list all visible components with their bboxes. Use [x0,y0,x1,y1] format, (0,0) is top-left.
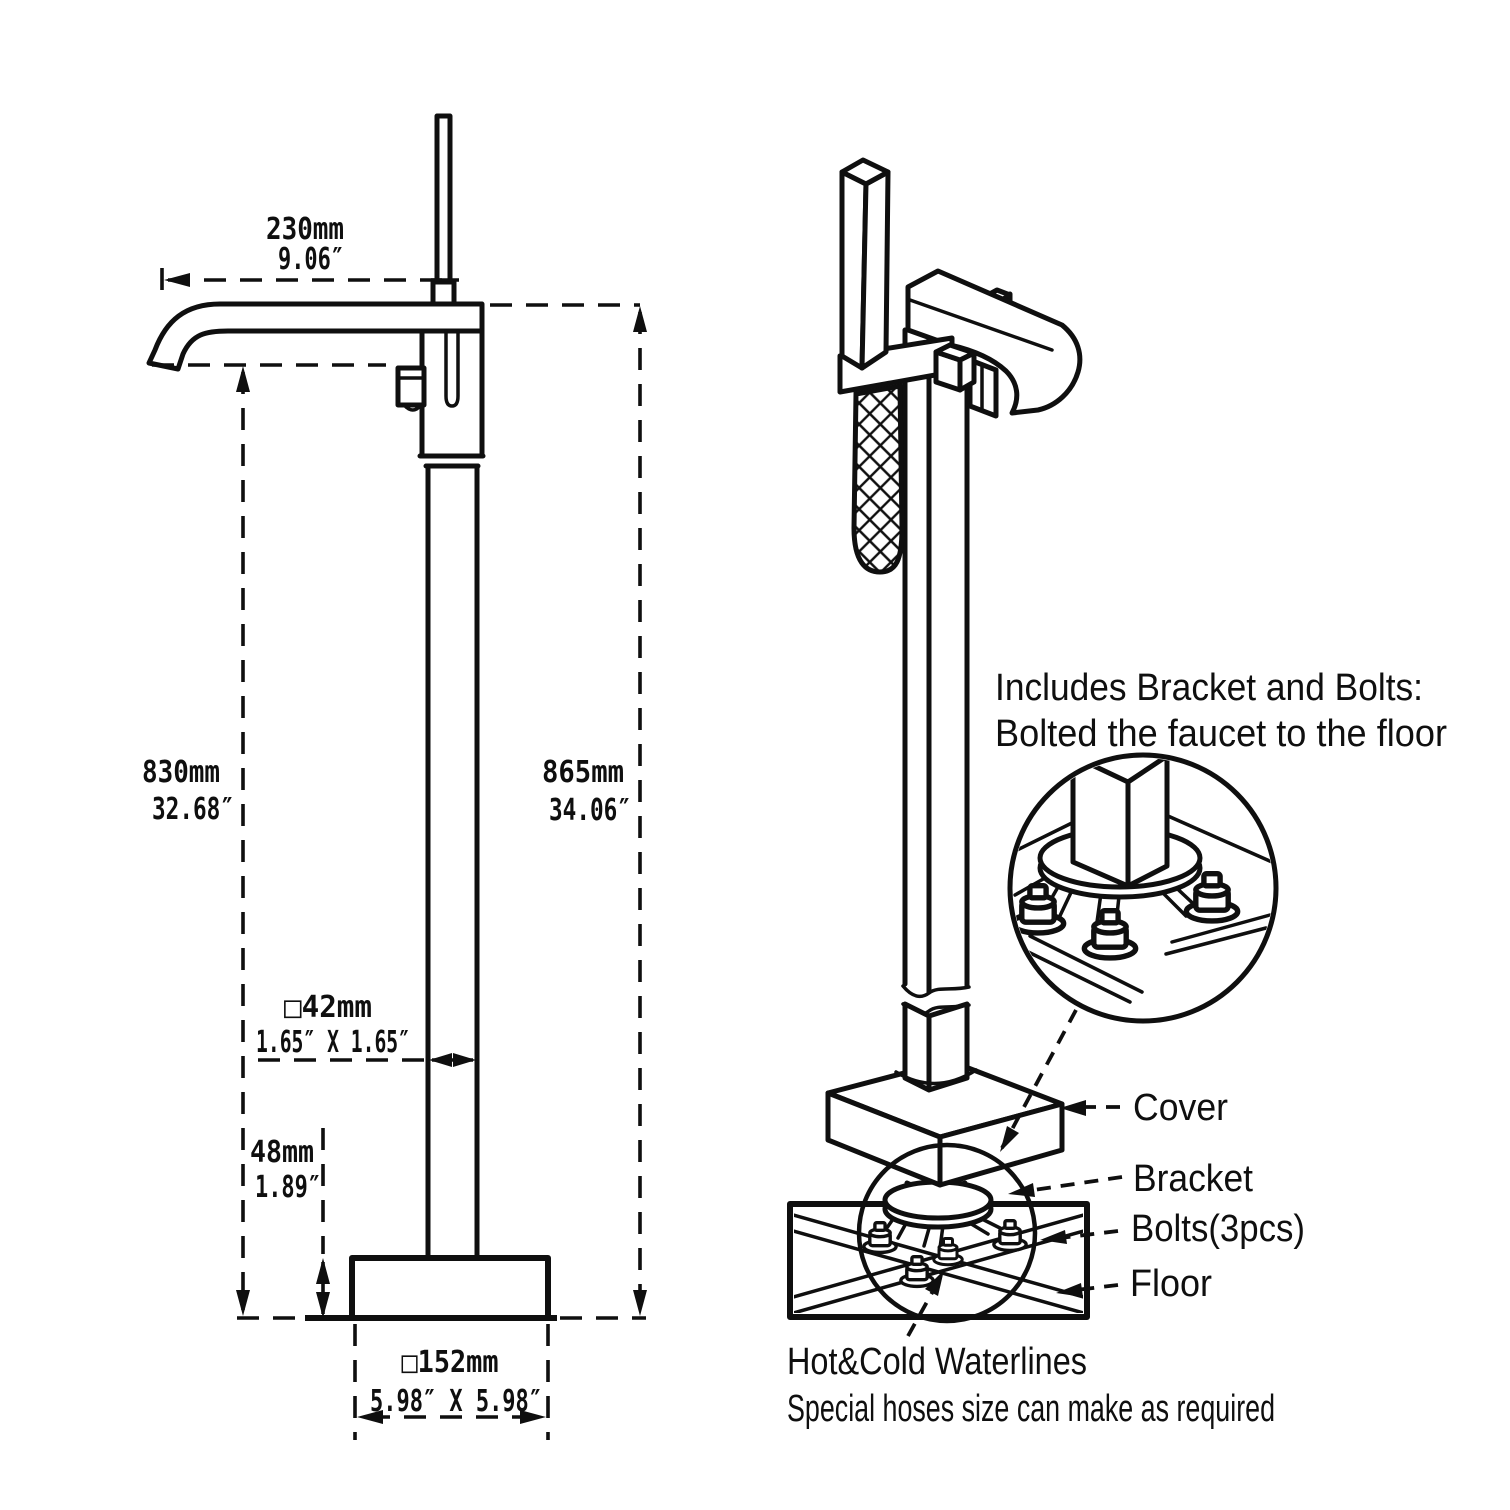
arrowhead [1008,1183,1035,1197]
dim-line-base-size [353,1324,550,1440]
arrowhead [316,1292,330,1318]
callout-floor: Floor [1130,1263,1212,1305]
arrowhead [1040,1230,1067,1244]
arrowhead [925,1270,944,1296]
leader-floor [1067,1283,1119,1293]
iso-faucet [837,157,1083,1017]
iso-wand-top [839,157,891,187]
front-dimensions: 230mm 9.06″ 830mm 32.68″ 865mm 34.06″ □4 [142,212,647,1440]
arrowhead [316,1258,330,1284]
iso-wand-side [859,169,891,371]
front-handle-rod [434,113,453,285]
dim-line-spout-reach [160,268,443,302]
front-column [425,463,480,1261]
dim-base-size-mm: □152mm [402,1345,499,1380]
footnote-line2: Special hoses size can make as required [787,1388,1275,1430]
arrowhead [453,1053,476,1067]
arrowhead [633,306,647,332]
leader-lines [906,1009,1123,1337]
front-handle-collar [430,279,457,307]
arrowhead [236,1290,250,1316]
dim-total-height-inch: 34.06″ [549,793,631,828]
dim-column-inch: 1.65″ X 1.65″ [256,1025,410,1060]
iso-column-lower [902,1001,970,1093]
arrowhead [357,1410,383,1424]
iso-view: Includes Bracket and Bolts: Bolted the f… [787,157,1447,1430]
iso-column-flare [894,1068,978,1086]
arrowhead [633,1290,647,1316]
front-diverter-knob [395,365,427,408]
leader-bracket [1019,1175,1123,1194]
front-base [349,1255,551,1321]
dim-base-height-mm: 48mm [250,1135,314,1170]
dim-spout-reach-inch: 9.06″ [278,242,344,277]
detail-content [1013,758,1273,1004]
arrowhead [164,273,190,287]
arrowhead [236,366,250,392]
iso-knob-top [933,342,977,363]
iso-column [902,327,970,995]
iso-bracket-ring [882,1179,994,1221]
dim-total-height-mm: 865mm [542,755,624,790]
detail-circle-outline [1007,752,1279,1024]
leader-detail [1000,1009,1078,1149]
arrowhead [1056,1283,1083,1297]
dim-base-height-inch: 1.89″ [255,1170,321,1205]
callout-bolts: Bolts(3pcs) [1131,1208,1305,1250]
front-diverter-knob-detail [396,376,426,412]
iso-annotations: Includes Bracket and Bolts: Bolted the f… [787,667,1447,1430]
front-spout [146,301,485,372]
footnote-line1: Hot&Cold Waterlines [787,1341,1087,1383]
front-body-slot [444,329,460,408]
note-line2: Bolted the faucet to the floor [995,713,1447,755]
iso-base-assembly [787,1001,1090,1324]
iso-hose [851,383,905,575]
note-line1: Includes Bracket and Bolts: [995,667,1423,709]
front-view: 230mm 9.06″ 830mm 32.68″ 865mm 34.06″ □4 [142,113,647,1440]
callout-bracket: Bracket [1133,1158,1253,1200]
arrowhead [520,1410,546,1424]
dim-spout-reach-mm: 230mm [266,212,344,247]
dim-spout-height-mm: 830mm [142,755,220,790]
arrowhead [1000,1126,1019,1152]
dim-line-total-height [490,303,642,1310]
iso-cover-right [937,1101,1065,1188]
front-body [419,328,485,459]
front-faucet-outline [146,113,557,1321]
dim-base-size-inch: 5.98″ X 5.98″ [370,1384,542,1419]
front-joint [417,453,486,469]
dim-spout-height-inch: 32.68″ [152,792,234,827]
iso-spout-edge [908,298,1054,352]
iso-highlight-circle [856,1142,1038,1324]
dim-column-mm: □42mm [284,990,372,1025]
iso-spout [905,268,1083,416]
callout-cover: Cover [1133,1087,1228,1129]
arrowhead [1060,1100,1086,1116]
iso-bracket-legs [882,1210,1002,1250]
arrowhead [429,1053,452,1067]
detail-circle [1007,752,1279,1024]
